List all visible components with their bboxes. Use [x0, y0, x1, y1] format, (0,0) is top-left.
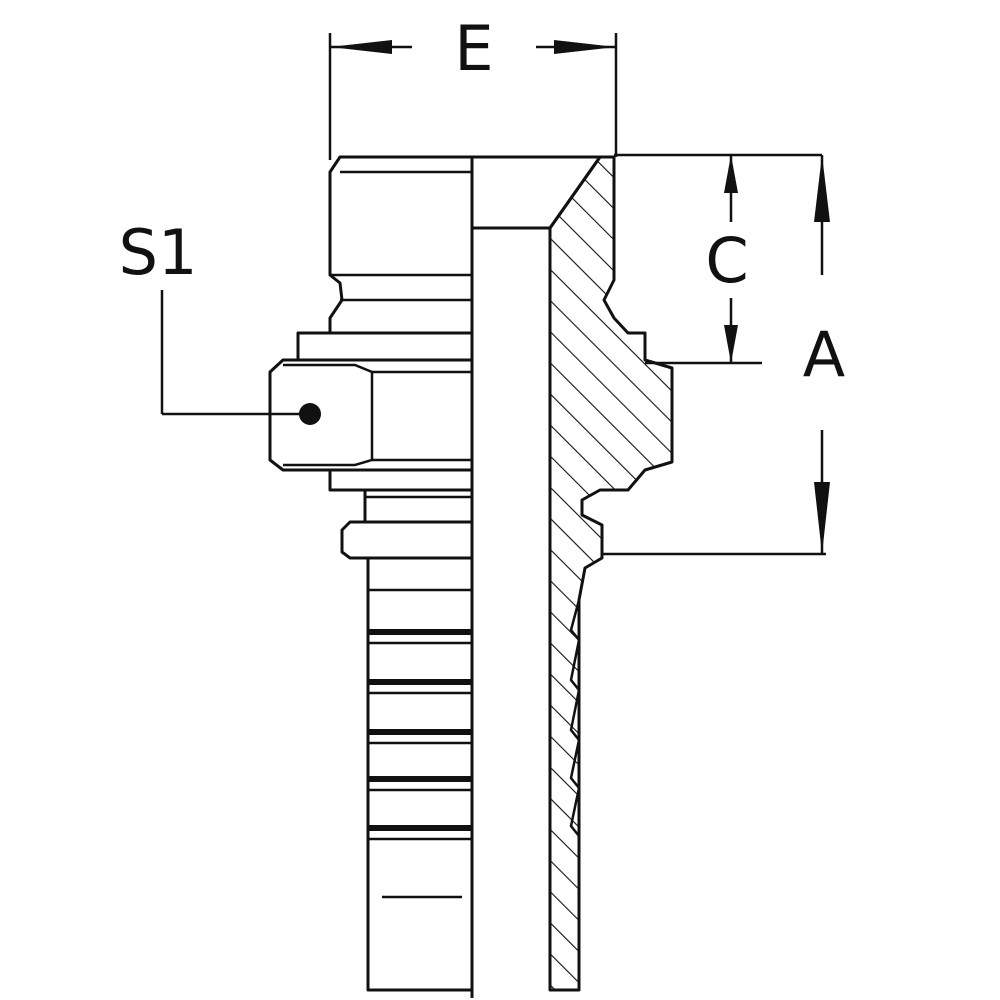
barb-ridge	[368, 729, 472, 735]
collar	[296, 331, 472, 362]
label-s1: S1	[119, 216, 198, 289]
dimension-c: C	[614, 153, 822, 365]
label-a: A	[803, 318, 845, 391]
label-c: C	[705, 224, 748, 297]
arrow-left	[330, 40, 392, 54]
arrow-up	[814, 155, 830, 222]
lower-collar	[328, 468, 472, 492]
dimension-e: E	[328, 12, 618, 160]
arrow-up	[724, 155, 738, 193]
arrow-down	[724, 325, 738, 363]
hex-flat-face	[283, 363, 374, 467]
hose-tail	[366, 556, 472, 992]
stop-ring	[340, 520, 472, 560]
fitting-section-view	[472, 155, 674, 992]
barb-ridge	[368, 679, 472, 685]
thread-end	[328, 155, 472, 335]
neck	[363, 488, 472, 524]
barb-ridge	[368, 825, 472, 831]
barb-ridge	[368, 776, 472, 782]
barbs	[368, 588, 472, 899]
label-e: E	[454, 12, 493, 85]
arrow-down	[814, 482, 830, 554]
arrow-right	[554, 40, 616, 54]
fitting-outside-view	[268, 155, 472, 992]
callout-dot	[299, 403, 321, 425]
dimension-a: A	[602, 155, 845, 556]
hatched-wall	[548, 155, 674, 992]
tail-serrations	[569, 599, 581, 837]
barb-ridge	[368, 629, 472, 635]
callout-s1: S1	[119, 216, 321, 425]
